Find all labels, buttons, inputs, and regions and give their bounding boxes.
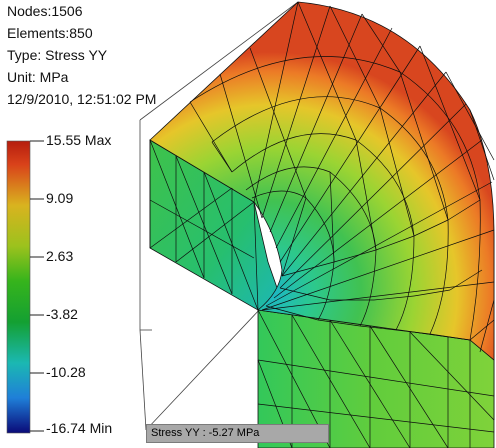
legend-ticks xyxy=(30,140,44,432)
elements-count: Elements:850 xyxy=(7,25,93,41)
probe-tooltip: Stress YY : -5.27 MPa xyxy=(146,424,329,443)
unit-label: Unit: MPa xyxy=(7,69,69,85)
fea-part[interactable] xyxy=(149,1,495,448)
bounding-box-lines xyxy=(139,1,299,431)
legend-label-5: -10.28 xyxy=(46,364,86,380)
legend-label-min: -16.74 Min xyxy=(46,420,113,436)
legend-label-3: 2.63 xyxy=(46,248,74,264)
top-face xyxy=(149,1,495,361)
timestamp: 12/9/2010, 12:51:02 PM xyxy=(7,91,157,107)
legend-label-4: -3.82 xyxy=(46,306,78,322)
result-type: Type: Stress YY xyxy=(7,47,108,63)
legend-color-bar xyxy=(6,140,31,434)
legend-label-2: 9.09 xyxy=(46,190,74,206)
nodes-count: Nodes:1506 xyxy=(7,3,83,19)
legend-label-max: 15.55 Max xyxy=(46,132,112,148)
mesh-lines xyxy=(149,1,495,448)
